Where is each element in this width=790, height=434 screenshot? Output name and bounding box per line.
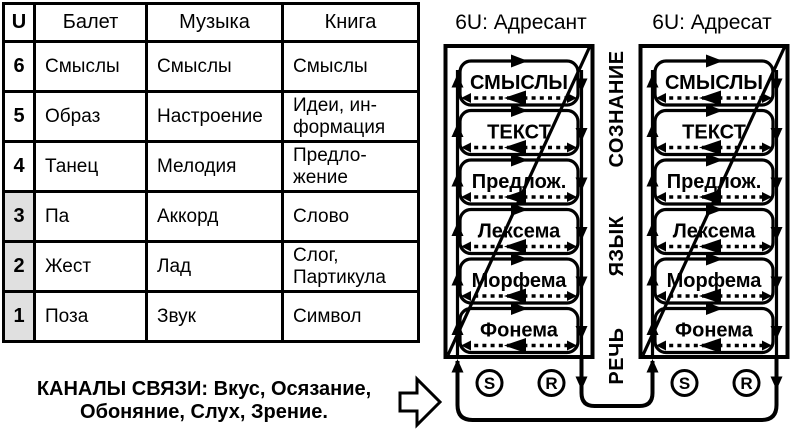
book-cell: Слово (281, 190, 420, 243)
level-box-label: СМЫСЛЫ (665, 72, 763, 94)
header-book: Книга (281, 2, 420, 43)
level-box-label: Предлож. (472, 171, 567, 193)
music-cell: Мелодия (145, 140, 284, 193)
receiver-node-label: R (740, 374, 752, 393)
level-box-label: Фонема (675, 320, 754, 342)
header-u: U (2, 2, 36, 43)
ballet-cell: Образ (33, 90, 148, 143)
music-cell: Звук (145, 290, 284, 343)
table-row: 2 Жест Лад Слог, Партикула (2, 240, 420, 293)
table-row: 5 Образ Настроение Идеи, ин-формация (2, 90, 420, 143)
table-row: 1 Поза Звук Символ (2, 290, 420, 343)
level-cell: 6 (2, 40, 36, 93)
table-row: 4 Танец Мелодия Предло-жение (2, 140, 420, 193)
level-box-label: СМЫСЛЫ (470, 72, 568, 94)
receiver-node (732, 369, 761, 397)
axis-consciousness-label: СОЗНАНИЕ (606, 50, 628, 167)
receiver-node-label: R (545, 374, 557, 393)
level-box-label: Фонема (480, 320, 559, 342)
level-box-label: Предлож. (667, 171, 762, 193)
table-header-row: U Балет Музыка Книга (2, 2, 420, 43)
book-cell: Идеи, ин-формация (281, 90, 420, 143)
music-cell: Аккорд (145, 190, 284, 243)
book-cell: Смыслы (281, 40, 420, 93)
right-block-arrow-icon (398, 375, 443, 429)
ballet-cell: Танец (33, 140, 148, 193)
level-cell: 2 (2, 240, 36, 293)
level-cell: 1 (2, 290, 36, 343)
diagonal-line (446, 44, 592, 356)
header-ballet: Балет (33, 2, 148, 43)
ballet-cell: Па (33, 190, 148, 243)
music-cell: Смыслы (145, 40, 284, 93)
table-row: 3 Па Аккорд Слово (2, 190, 420, 243)
channels-caption: КАНАЛЫ СВЯЗИ: Вкус, Осязание, Обоняние, … (8, 378, 400, 424)
header-music: Музыка (145, 2, 284, 43)
table-row: 6 Смыслы Смыслы Смыслы (2, 40, 420, 93)
music-cell: Лад (145, 240, 284, 293)
transmission-link (575, 356, 659, 408)
receiver-diagram: СМЫСЛЫ ТЕКСТ Предлож. Лексема Морфема Фо… (638, 44, 790, 397)
axis-language-label: ЯЗЫК (606, 215, 628, 276)
level-box-label: Лексема (478, 221, 561, 243)
receiver-title: 6U: Адресат (652, 11, 772, 34)
book-cell: Слог, Партикула (281, 240, 420, 293)
feedback-loop (451, 356, 783, 422)
level-box-label: ТЕКСТ (682, 122, 746, 144)
book-cell: Символ (281, 290, 420, 343)
communication-model-diagram: 6U: Адресант 6U: Адресат (443, 11, 790, 422)
ballet-cell: Поза (33, 290, 148, 343)
ballet-cell: Жест (33, 240, 148, 293)
music-cell: Настроение (145, 90, 284, 143)
level-cell: 4 (2, 140, 36, 193)
level-box-label: Морфема (472, 270, 568, 292)
axis-speech-label: РЕЧЬ (606, 327, 628, 384)
ballet-cell: Смыслы (33, 40, 148, 93)
level-cell: 5 (2, 90, 36, 143)
sender-node (670, 369, 699, 397)
level-box-label: Лексема (673, 221, 756, 243)
sender-diagram: СМЫСЛЫ ТЕКСТ Предлож. Лексема Морфема Фо… (443, 44, 595, 397)
sender-node (475, 369, 504, 397)
sender-node-label: S (679, 374, 690, 393)
book-cell: Предло-жение (281, 140, 420, 193)
level-box-label: Морфема (667, 270, 763, 292)
level-cell: 3 (2, 190, 36, 243)
diagonal-line (641, 44, 787, 356)
level-box-label: ТЕКСТ (487, 122, 551, 144)
channels-caption-line2: Обоняние, Слух, Зрение. (80, 401, 328, 423)
receiver-node (537, 369, 566, 397)
sender-node-label: S (484, 374, 495, 393)
channels-caption-line1: КАНАЛЫ СВЯЗИ: Вкус, Осязание, (36, 378, 372, 400)
levels-table: U Балет Музыка Книга 6 Смыслы Смыслы Смы… (2, 2, 420, 343)
axis-labels: СОЗНАНИЕ ЯЗЫК РЕЧЬ (606, 50, 628, 384)
sender-title: 6U: Адресант (455, 11, 587, 34)
